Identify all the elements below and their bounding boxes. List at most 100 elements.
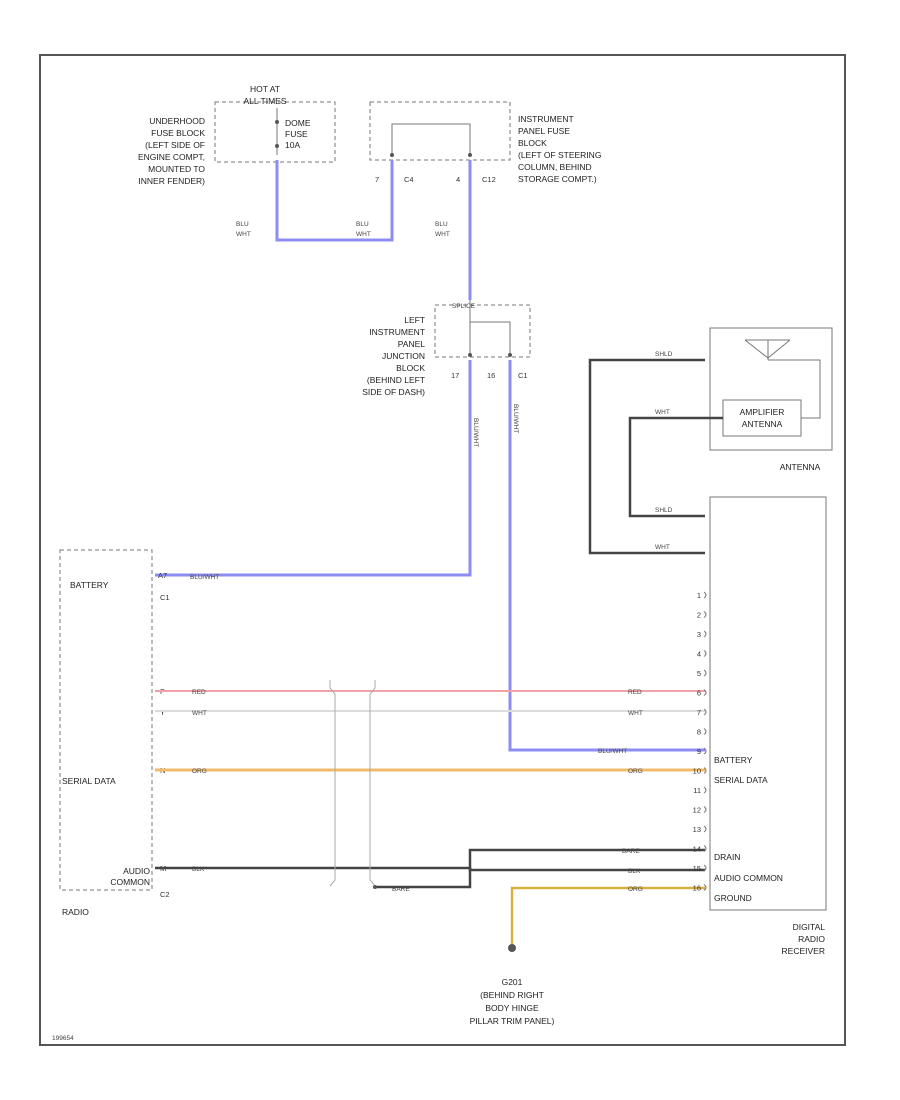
ground-label: G201 (BEHIND RIGHT BODY HINGE PILLAR TRI… — [470, 977, 555, 1026]
hot-at-line-1: HOT AT — [250, 84, 280, 94]
junction-wire-left-label: BLU/WHT — [472, 418, 479, 447]
svg-text:(LEFT SIDE OF: (LEFT SIDE OF — [145, 140, 205, 150]
radio-audio-line-1: AUDIO — [123, 866, 150, 876]
ip-fuse-label: INSTRUMENT PANEL FUSE BLOCK (LEFT OF STE… — [518, 114, 601, 184]
radio-label: RADIO — [62, 907, 89, 917]
svg-text:BLOCK: BLOCK — [518, 138, 547, 148]
receiver-pin: 5 — [697, 669, 701, 678]
svg-text:BLK: BLK — [192, 866, 205, 873]
receiver-serial-label: SERIAL DATA — [714, 775, 768, 785]
svg-text:Y: Y — [160, 708, 165, 717]
radio-pin-c1: C1 — [160, 593, 170, 602]
receiver-pin: 1 — [697, 591, 701, 600]
radio-serial-label: SERIAL DATA — [62, 776, 116, 786]
svg-text:WHT: WHT — [236, 231, 251, 238]
antenna-wire-labels: SHLD WHT SHLD WHT — [655, 351, 673, 551]
receiver-battery-label: BATTERY — [714, 755, 753, 765]
ip-fuse-block: 7 C4 4 C12 INSTRUMENT PANEL FUSE BLOCK (… — [369, 101, 601, 184]
radio-pin-c2: C2 — [160, 890, 170, 899]
ground-point — [508, 944, 516, 952]
svg-text:(BEHIND LEFT: (BEHIND LEFT — [367, 375, 425, 385]
svg-text:STORAGE COMPT.): STORAGE COMPT.) — [518, 174, 597, 184]
receiver-drain-label: DRAIN — [714, 852, 740, 862]
svg-text:(BEHIND RIGHT: (BEHIND RIGHT — [480, 990, 544, 1000]
receiver-wire-labels: RED WHT BLU/WHT ORG BARE BLK ORG — [598, 689, 643, 893]
junction-pin-17: 17 — [451, 371, 459, 380]
receiver-pin-terminal — [703, 767, 707, 774]
receiver-pin: 8 — [697, 728, 701, 737]
ip-pin-c4: C4 — [404, 175, 414, 184]
wire-radio-battery — [155, 360, 472, 577]
underhood-fuse-block: HOT AT ALL TIMES DOME FUSE 10A UNDERHOOD… — [138, 84, 336, 186]
wire-bare-drain — [375, 848, 705, 889]
receiver-pin: 12 — [693, 806, 701, 815]
receiver-audio-label: AUDIO COMMON — [714, 873, 783, 883]
antenna-symbol-icon — [744, 339, 791, 360]
svg-text:BLOCK: BLOCK — [396, 363, 425, 373]
svg-text:PILLAR TRIM PANEL): PILLAR TRIM PANEL) — [470, 1016, 555, 1026]
svg-text:JUNCTION: JUNCTION — [382, 351, 425, 361]
svg-text:COLUMN, BEHIND: COLUMN, BEHIND — [518, 162, 592, 172]
svg-text:G201: G201 — [502, 977, 523, 987]
underhood-fuse-label: UNDERHOOD FUSE BLOCK (LEFT SIDE OF ENGIN… — [138, 116, 205, 186]
fuse-line-3: 10A — [285, 140, 300, 150]
fuse-line-2: FUSE — [285, 129, 308, 139]
svg-text:BLK: BLK — [628, 868, 641, 875]
footer-id: 199654 — [52, 1035, 74, 1042]
svg-text:RADIO: RADIO — [798, 934, 825, 944]
top-wire-labels: BLU WHT BLU WHT BLU WHT — [236, 221, 450, 238]
receiver-pin: 9 — [697, 747, 701, 756]
receiver-pin-terminal — [703, 728, 707, 735]
wire-org-ground — [510, 886, 705, 945]
receiver-pin-terminal — [703, 864, 707, 872]
shield-bare-label: BARE — [392, 886, 410, 893]
receiver-pin-terminal — [703, 825, 707, 833]
svg-text:RED: RED — [192, 689, 206, 696]
ip-pin-4: 4 — [456, 175, 460, 184]
svg-text:INNER FENDER): INNER FENDER) — [138, 176, 205, 186]
svg-text:INSTRUMENT: INSTRUMENT — [518, 114, 574, 124]
junction-wire-right-label: BLU/WHT — [512, 404, 519, 433]
svg-text:BLU: BLU — [356, 221, 369, 228]
receiver-pin: 2 — [697, 611, 701, 620]
receiver-pin-terminal — [703, 669, 707, 677]
amp-line-2: ANTENNA — [742, 419, 783, 429]
receiver-pin: 11 — [693, 786, 701, 795]
radio-module: BATTERY C1 SERIAL DATA AUDIO COMMON C2 R… — [59, 549, 170, 917]
svg-text:LEFT: LEFT — [404, 315, 425, 325]
receiver-ground-label: GROUND — [714, 893, 752, 903]
svg-text:WHT: WHT — [435, 231, 450, 238]
receiver-pin: 14 — [693, 845, 701, 854]
receiver-pin-terminal — [703, 591, 707, 599]
wire-receiver-battery — [508, 360, 705, 752]
wire-fuse-to-ip-block — [275, 160, 394, 242]
receiver-pin-terminal — [703, 689, 707, 696]
receiver-pin: 10 — [693, 767, 701, 776]
junction-label: LEFT INSTRUMENT PANEL JUNCTION BLOCK (BE… — [362, 315, 425, 397]
receiver-pin: 4 — [697, 650, 701, 659]
receiver-pin: 13 — [693, 825, 701, 834]
receiver-pin: 15 — [693, 864, 701, 873]
svg-text:WHT: WHT — [192, 710, 207, 717]
receiver-pin: 7 — [697, 708, 701, 717]
svg-text:BLU: BLU — [435, 221, 448, 228]
svg-text:INSTRUMENT: INSTRUMENT — [369, 327, 425, 337]
svg-text:ORG: ORG — [628, 768, 643, 775]
svg-text:SHLD: SHLD — [655, 507, 673, 514]
junction-block: SPLICE 17 16 C1 LEFT INSTRUMENT PANEL JU… — [362, 300, 531, 447]
fuse-line-1: DOME — [285, 118, 311, 128]
svg-text:BLU: BLU — [236, 221, 249, 228]
svg-text:RED: RED — [628, 689, 642, 696]
svg-text:BARE: BARE — [622, 848, 640, 855]
svg-text:UNDERHOOD: UNDERHOOD — [149, 116, 205, 126]
receiver-pin-terminal — [703, 884, 707, 891]
wire-antenna-outer — [588, 358, 705, 555]
svg-text:SIDE OF DASH): SIDE OF DASH) — [362, 387, 425, 397]
receiver-pin-terminal — [703, 708, 707, 716]
receiver-pin-terminal — [703, 806, 707, 813]
ip-pin-c12: C12 — [482, 175, 496, 184]
wire-blk-audio-common — [155, 866, 705, 872]
